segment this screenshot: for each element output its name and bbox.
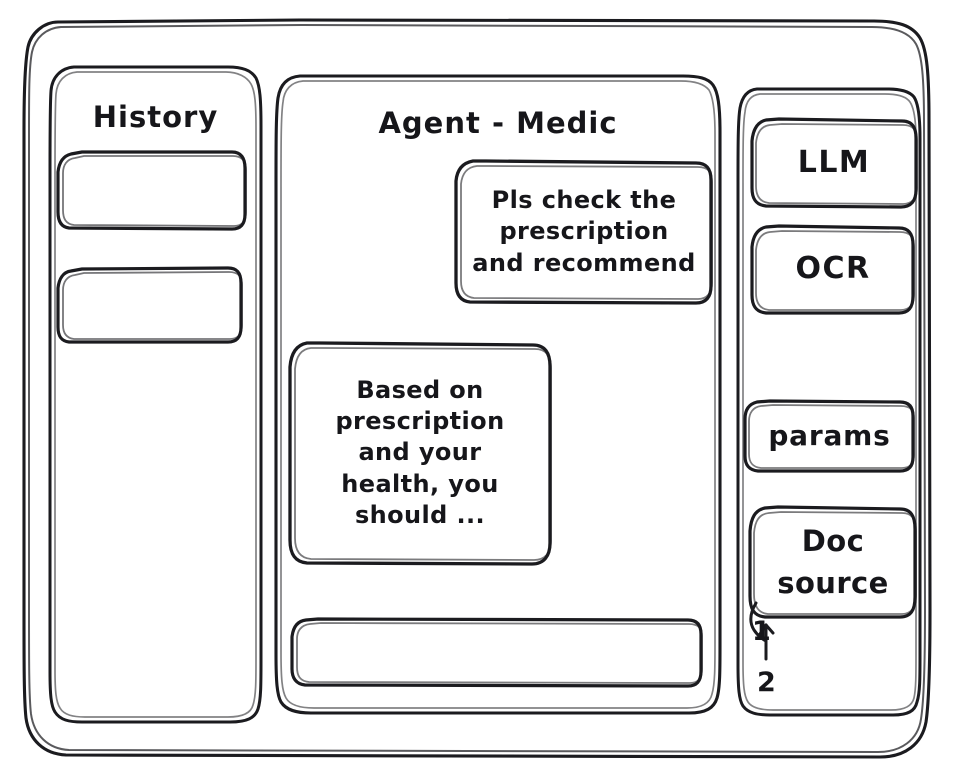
tool-button-llm-label: LLM — [797, 144, 871, 180]
user-message-bubble: Pls check the prescription and recommend — [472, 186, 696, 277]
history-item-0-label — [56, 150, 248, 232]
doc-source-reference-marker-2[interactable]: 2 — [757, 666, 777, 698]
tool-button-params[interactable]: params — [745, 401, 914, 471]
doc-source-reference-marker-1[interactable]: 1 — [752, 615, 772, 647]
history-panel-title: History — [92, 100, 219, 135]
agent-panel-title: Agent - Medic — [378, 106, 618, 141]
tool-button-params-label: params — [768, 418, 891, 452]
doc-source-box[interactable]: Doc source — [750, 507, 916, 617]
history-item-1-label — [56, 266, 244, 344]
assistant-message-bubble: Based on prescription and your health, y… — [335, 376, 505, 529]
history-item-0[interactable] — [56, 150, 248, 232]
tool-button-ocr-label: OCR — [795, 251, 871, 287]
history-item-1[interactable] — [56, 266, 244, 344]
tool-button-ocr[interactable]: OCR — [752, 226, 914, 313]
tool-button-llm[interactable]: LLM — [752, 119, 916, 207]
doc-source-label: Doc source — [777, 523, 889, 600]
message-composer-input[interactable] — [294, 621, 698, 683]
